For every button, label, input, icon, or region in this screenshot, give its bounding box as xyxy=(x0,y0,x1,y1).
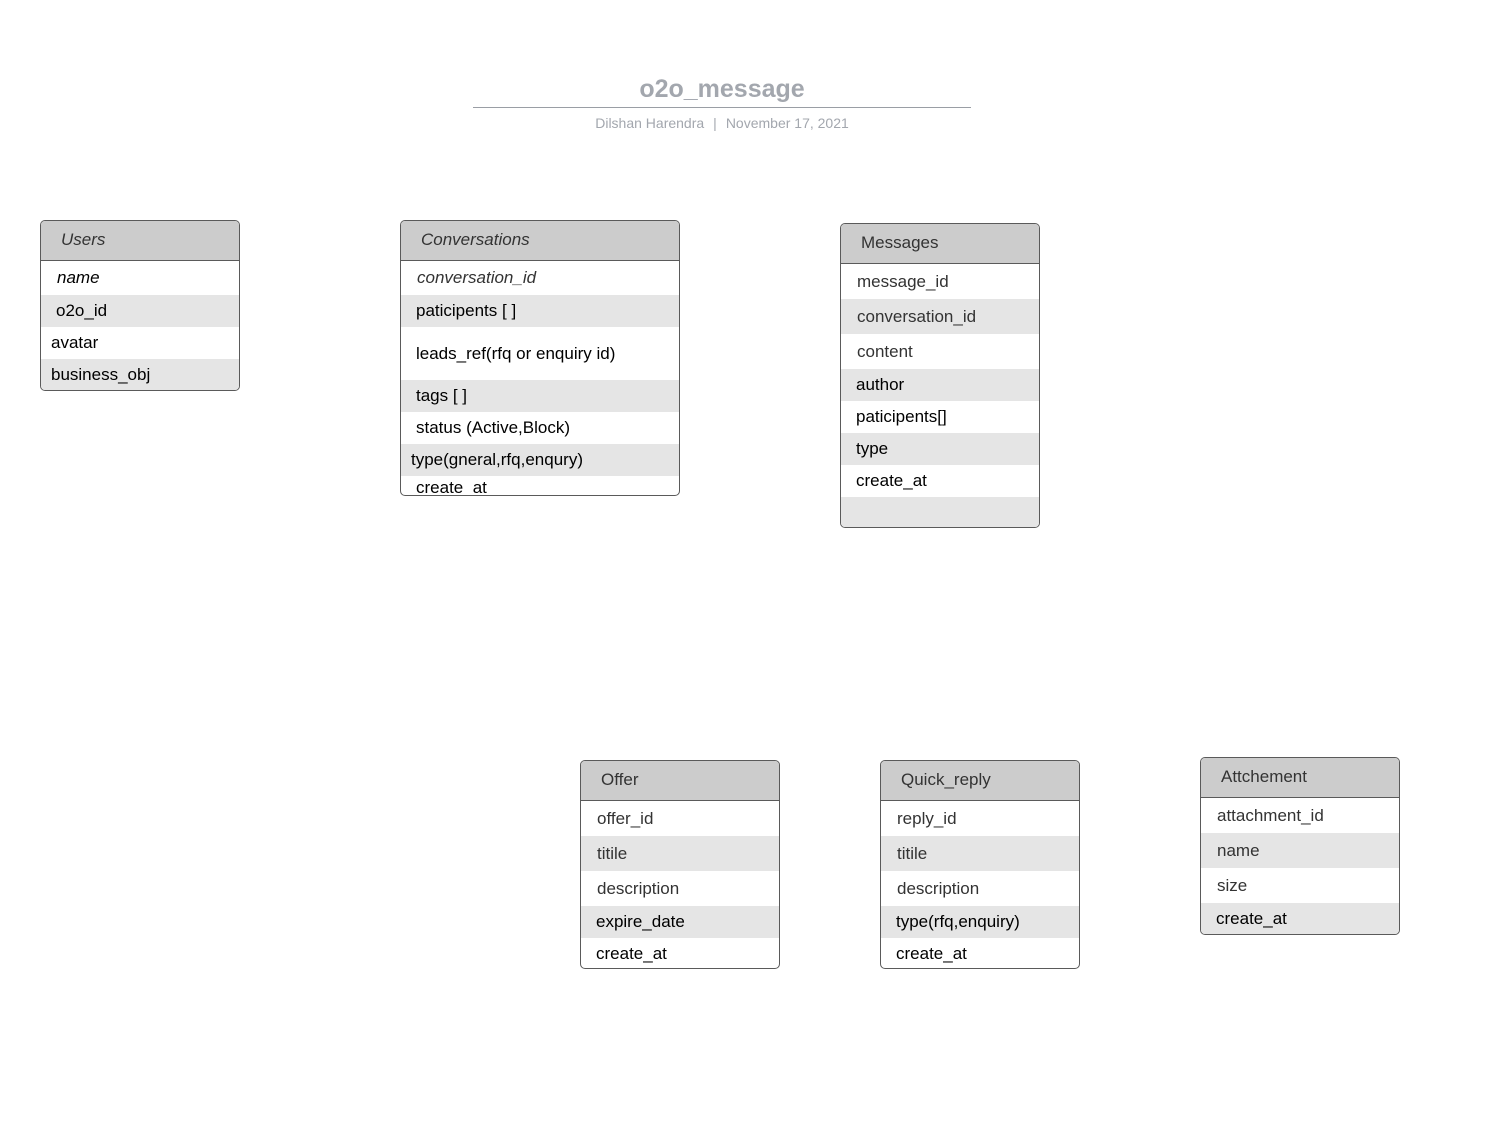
entity-field: avatar xyxy=(51,333,99,352)
diagram-date: November 17, 2021 xyxy=(725,115,849,131)
entity-field: content xyxy=(857,341,913,361)
entity-field: conversation_id xyxy=(841,299,1039,334)
entity-field: create_at xyxy=(596,944,667,963)
entity-conversations[interactable]: Conversations conversation_id paticipent… xyxy=(400,220,680,496)
entity-field: titile xyxy=(581,836,779,871)
diagram-title: o2o_message xyxy=(639,75,805,103)
entity-field: name xyxy=(57,268,100,287)
entity-header: Conversations xyxy=(401,221,679,261)
entity-header: Quick_reply xyxy=(881,761,1079,801)
entity-field: create_at xyxy=(416,477,487,496)
entity-field-empty xyxy=(841,497,1039,527)
entity-field: type xyxy=(841,433,1039,465)
entity-field: leads_ref(rfq or enquiry id) xyxy=(416,343,616,363)
entity-offer[interactable]: Offer offer_id titile description expire… xyxy=(580,760,780,969)
entity-field: size xyxy=(1217,875,1248,895)
entity-field: o2o_id xyxy=(41,295,239,327)
entity-attachment[interactable]: Attchement attachment_id name size creat… xyxy=(1200,757,1400,935)
entity-field: author xyxy=(841,369,1039,401)
entity-field: expire_date xyxy=(581,906,779,938)
subtitle-separator: | xyxy=(713,115,717,131)
entity-field: status (Active,Block) xyxy=(416,418,570,437)
entity-header: Messages xyxy=(841,224,1039,264)
entity-field: business_obj xyxy=(41,359,239,390)
entity-header: Attchement xyxy=(1201,758,1399,798)
entity-field: offer_id xyxy=(597,808,654,828)
entity-field: conversation_id xyxy=(417,268,537,287)
entity-messages[interactable]: Messages message_id conversation_id cont… xyxy=(840,223,1040,528)
entity-field: attachment_id xyxy=(1217,805,1324,825)
entity-field: paticipents [ ] xyxy=(401,295,679,327)
entity-quick-reply[interactable]: Quick_reply reply_id titile description … xyxy=(880,760,1080,969)
diagram-subtitle: Dilshan Harendra | November 17, 2021 xyxy=(473,115,971,131)
entity-field: create_at xyxy=(1201,903,1399,934)
entity-field: paticipents[] xyxy=(856,407,947,426)
entity-field: type(gneral,rfq,enqury) xyxy=(401,444,679,476)
entity-field: tags [ ] xyxy=(401,380,679,412)
entity-field: titile xyxy=(881,836,1079,871)
entity-field: type(rfq,enquiry) xyxy=(881,906,1079,938)
title-divider xyxy=(473,107,971,108)
entity-field: create_at xyxy=(856,471,927,490)
entity-field: message_id xyxy=(857,271,949,291)
entity-field: create_at xyxy=(896,944,967,963)
entity-field: reply_id xyxy=(897,808,957,828)
entity-header: Offer xyxy=(581,761,779,801)
entity-header: Users xyxy=(41,221,239,261)
entity-field: description xyxy=(597,878,680,898)
entity-field: description xyxy=(897,878,980,898)
entity-users[interactable]: Users name o2o_id avatar business_obj xyxy=(40,220,240,391)
entity-field: name xyxy=(1201,833,1399,868)
author-name: Dilshan Harendra xyxy=(595,115,705,131)
